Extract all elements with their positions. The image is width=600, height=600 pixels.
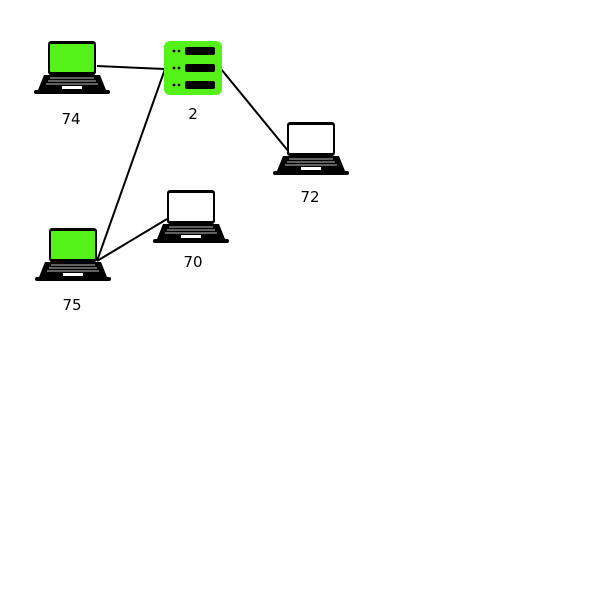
link-74-2: [96, 65, 166, 70]
laptop-icon: [153, 190, 229, 243]
server-icon: [164, 41, 222, 95]
link-2-72: [220, 68, 290, 153]
node-label: 74: [61, 110, 80, 128]
link-75-70: [96, 218, 168, 262]
laptop-icon: [34, 41, 110, 94]
node-72[interactable]: 72: [273, 122, 349, 206]
links-layer: [96, 65, 290, 262]
node-label: 70: [183, 253, 202, 271]
node-70[interactable]: 70: [153, 190, 229, 271]
node-75[interactable]: 75: [35, 228, 111, 314]
link-2-75: [96, 68, 166, 262]
node-label: 2: [188, 105, 198, 123]
node-74[interactable]: 74: [34, 41, 110, 128]
node-label: 72: [300, 188, 319, 206]
laptop-icon: [273, 122, 349, 175]
node-2[interactable]: 2: [164, 41, 222, 123]
laptop-icon: [35, 228, 111, 281]
node-label: 75: [62, 296, 81, 314]
